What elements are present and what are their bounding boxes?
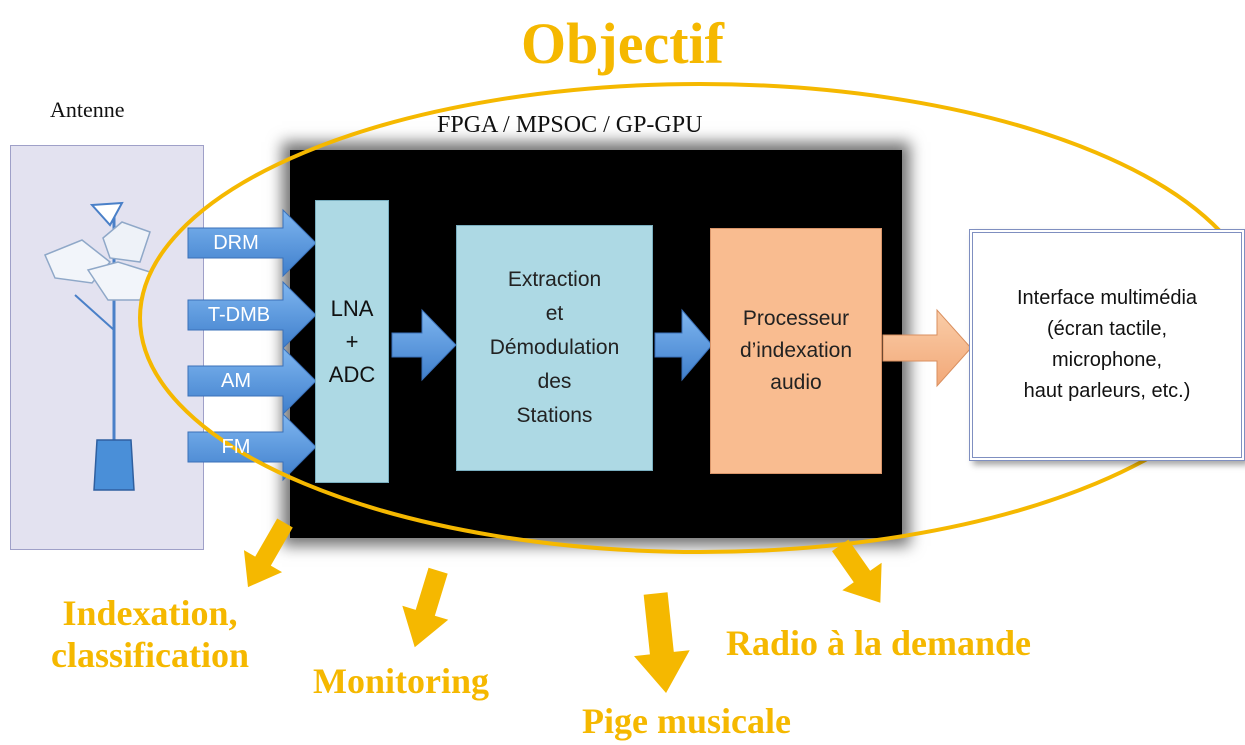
interface-line: Interface multimédia — [1016, 287, 1198, 309]
band-arrow-drm — [187, 208, 317, 278]
extraction-line: et — [545, 302, 564, 325]
antenna-label: Antenne — [50, 97, 125, 122]
processor-line: Processeur — [742, 307, 850, 330]
processor-line: audio — [770, 371, 822, 394]
goal-arrow-monitoring — [402, 567, 449, 648]
band-arrow-tdmb — [187, 280, 317, 350]
goal-indexation-line1: Indexation, — [62, 593, 238, 633]
band-label-am: AM — [221, 370, 251, 392]
plus-label: + — [345, 329, 359, 354]
adc-label: ADC — [328, 362, 376, 387]
band-arrow-am — [187, 346, 317, 416]
antenna-icon — [44, 201, 151, 491]
lna-adc-block: LNA + ADC — [315, 200, 389, 483]
arrow-lna-to-extraction — [391, 308, 457, 382]
goal-pige-musicale: Pige musicale — [582, 701, 791, 741]
processor-line: d’indexation — [739, 339, 853, 362]
lna-label: LNA — [330, 296, 374, 321]
arrow-processor-to-interface — [882, 308, 972, 388]
band-label-drm: DRM — [213, 232, 259, 254]
interface-line: microphone, — [1051, 349, 1163, 371]
diagram-title: Objectif — [521, 11, 724, 76]
extraction-block: Extraction et Démodulation des Stations — [456, 225, 653, 471]
extraction-line: des — [537, 370, 572, 393]
goal-arrow-radio — [831, 539, 882, 603]
audio-indexing-processor-block: Processeur d’indexation audio — [710, 228, 882, 474]
chip-label: FPGA / MPSOC / GP-GPU — [437, 112, 703, 138]
goal-arrow-indexation — [243, 518, 293, 588]
interface-line: (écran tactile, — [1046, 318, 1168, 340]
goal-indexation-line2: classification — [51, 635, 249, 675]
goal-arrow-pige — [634, 592, 690, 693]
goal-indexation: Indexation, classification — [20, 592, 280, 676]
band-label-fm: FM — [221, 436, 251, 458]
interface-line: haut parleurs, etc.) — [1023, 380, 1191, 402]
goal-monitoring: Monitoring — [313, 661, 489, 701]
extraction-line: Stations — [516, 404, 593, 427]
band-arrow-fm — [187, 412, 317, 482]
arrow-extraction-to-processor — [654, 308, 713, 382]
band-label-tdmb: T-DMB — [207, 304, 271, 326]
multimedia-interface-block: Interface multimédia (écran tactile, mic… — [969, 229, 1245, 461]
extraction-line: Démodulation — [489, 336, 620, 359]
goal-radio-a-la-demande: Radio à la demande — [726, 623, 1032, 663]
extraction-line: Extraction — [507, 268, 602, 291]
objective-ellipse — [138, 82, 1245, 554]
